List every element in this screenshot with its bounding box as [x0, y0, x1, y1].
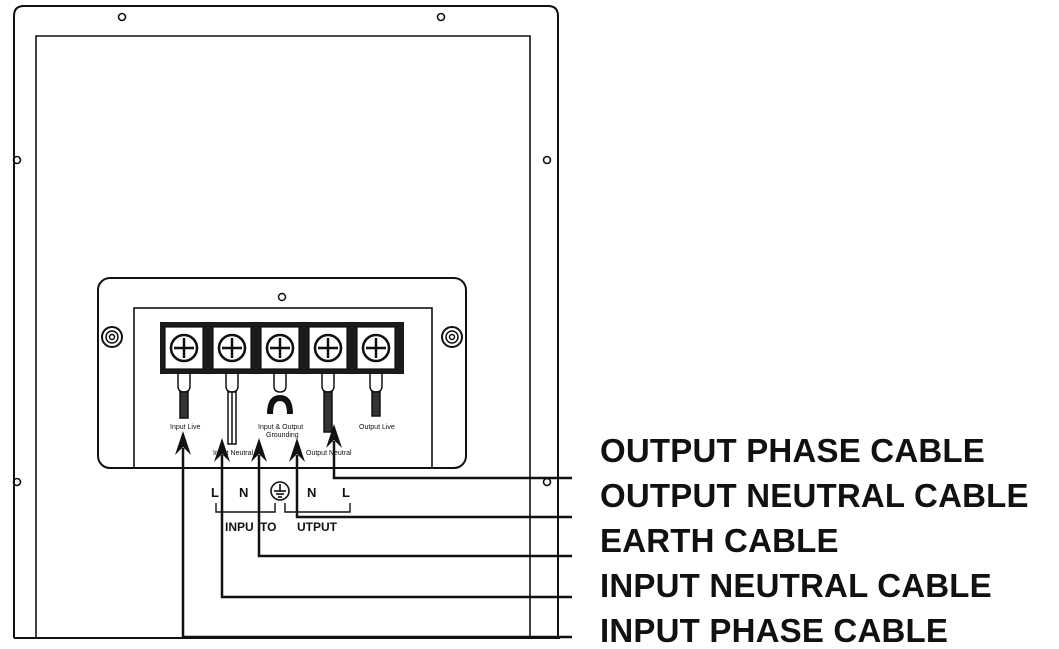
leader-input-neutral [220, 455, 572, 599]
mark-output-word-b: UTPUT [297, 520, 338, 534]
mark-n-input: N [239, 485, 248, 500]
leader-output-phase [332, 441, 572, 480]
cabinet-outline [13, 5, 559, 638]
leader-earth [257, 455, 572, 558]
plate-bolt-left-icon [101, 326, 123, 348]
plate-screw-icon [277, 292, 287, 302]
cable-lugs [177, 374, 383, 445]
screw-terminal-icon [260, 326, 300, 370]
label-output-phase-cable: OUTPUT PHASE CABLE [600, 432, 985, 469]
input-bracket [215, 503, 276, 513]
screw-terminal-icon [356, 326, 396, 370]
terminal-plate-inner [133, 307, 433, 469]
screw-terminal-icon [212, 326, 252, 370]
screw-terminal-icon [308, 326, 348, 370]
cable-leader-lines [181, 441, 572, 639]
leader-output-neutral [295, 455, 572, 519]
label-grounding-line2: Grounding [266, 432, 299, 439]
label-output-neutral-cable: OUTPUT NEUTRAL CABLE [600, 477, 1029, 514]
ground-symbol-icon [270, 481, 290, 501]
terminal-block [160, 322, 404, 374]
cabinet-screw-icons [12, 12, 552, 487]
mark-l-input: L [211, 485, 219, 500]
label-grounding-line1: Input & Output [258, 424, 303, 431]
cabinet-inner-panel [35, 35, 531, 638]
output-bracket [284, 503, 351, 513]
plate-bolt-right-icon [441, 326, 463, 348]
label-earth-cable: EARTH CABLE [600, 522, 839, 559]
mark-input-word: INPU [225, 520, 254, 534]
label-output-neutral: Output Neutral [306, 450, 352, 457]
label-input-neutral-cable: INPUT NEUTRAL CABLE [600, 567, 992, 604]
screw-terminal-icon [164, 326, 204, 370]
label-input-live: Input Live [170, 424, 200, 431]
mark-output-word-a: TO [260, 520, 276, 534]
leader-input-phase [181, 448, 572, 639]
mark-l-output: L [342, 485, 350, 500]
label-output-live: Output Live [359, 424, 395, 431]
label-input-neutral: Input Neutral [213, 450, 254, 457]
arrow-icon [175, 424, 342, 462]
mark-n-output: N [307, 485, 316, 500]
label-input-phase-cable: INPUT PHASE CABLE [600, 612, 949, 649]
